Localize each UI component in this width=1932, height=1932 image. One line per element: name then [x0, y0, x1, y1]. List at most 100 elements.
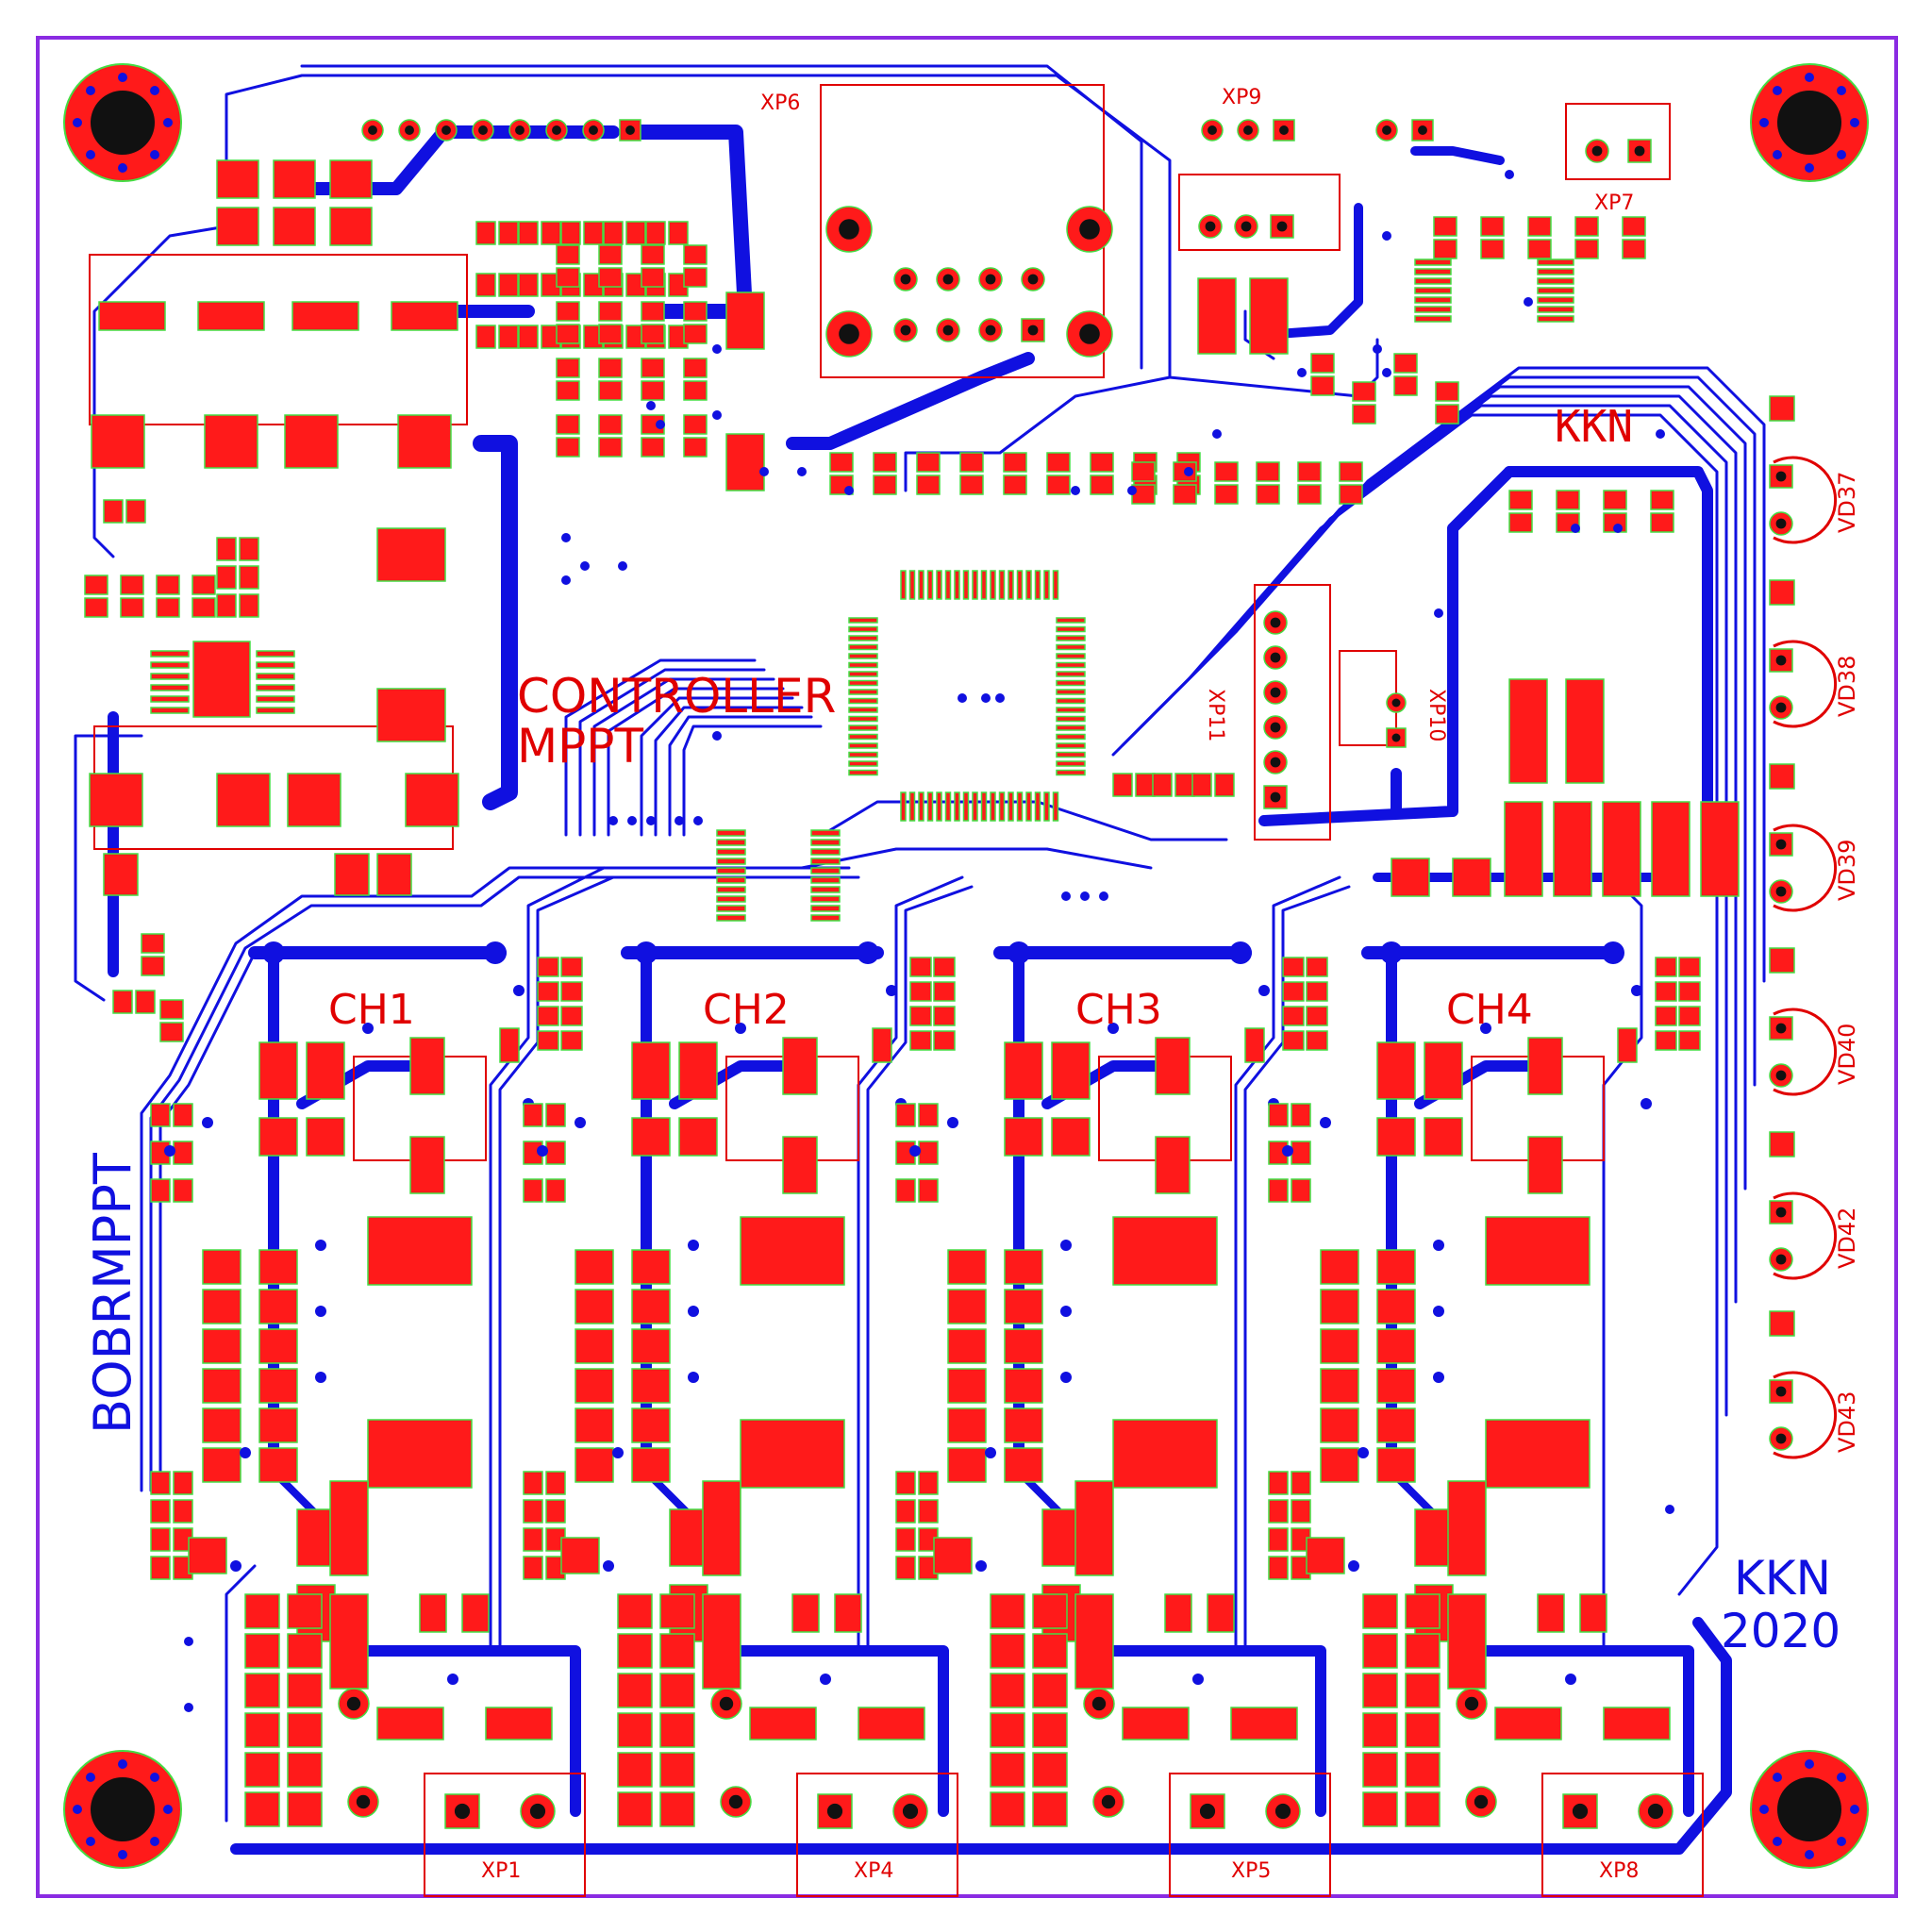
smd-pad: [575, 1407, 614, 1443]
smd-pad: [556, 358, 580, 378]
via: [1080, 891, 1090, 901]
smd-pad: [1074, 1480, 1114, 1576]
smd-pad: [962, 791, 970, 822]
smd-pad: [900, 570, 907, 600]
smd-pad: [192, 575, 216, 595]
smd-pad: [848, 742, 878, 749]
mppt-label: MPPT: [517, 719, 643, 774]
smd-pad: [1553, 801, 1592, 897]
smd-pad: [1004, 1041, 1043, 1100]
smd-pad: [848, 697, 878, 705]
via: [1060, 1240, 1072, 1251]
mounting-holes: [63, 63, 1869, 1869]
smd-pad: [1207, 1593, 1235, 1633]
connector-label: XP5: [1231, 1859, 1271, 1883]
via: [1008, 941, 1030, 964]
smd-pad: [918, 1471, 939, 1495]
smd-pad: [873, 475, 897, 495]
smd-pad: [125, 499, 146, 524]
smd-pad: [575, 1249, 614, 1285]
smd-pad: [1655, 1030, 1677, 1051]
smd-pad: [895, 1556, 916, 1580]
smd-pad: [683, 414, 708, 435]
smd-pad: [1405, 1633, 1441, 1669]
smd-pad: [683, 437, 708, 458]
via: [262, 941, 285, 964]
led-label: VD43: [1834, 1391, 1860, 1453]
smd-pad: [173, 1499, 193, 1524]
smd-pad: [1320, 1328, 1359, 1364]
smd-pad: [954, 570, 960, 600]
smd-pad: [367, 1419, 473, 1489]
channel-label: CH1: [328, 986, 415, 1034]
smd-pad: [1339, 484, 1363, 505]
via: [886, 985, 897, 996]
smd-pad: [409, 1136, 445, 1194]
smd-pad: [523, 1527, 543, 1552]
smd-pad: [1508, 678, 1548, 784]
via: [735, 1023, 746, 1034]
smd-pad: [1376, 1407, 1416, 1443]
smd-pad: [848, 625, 878, 633]
smd-pad: [1339, 461, 1363, 482]
smd-pad: [556, 380, 580, 401]
smd-pad: [1056, 760, 1086, 767]
smd-pad: [641, 437, 665, 458]
smd-pad: [1056, 617, 1086, 624]
drill-hole: [1591, 145, 1603, 157]
smd-pad: [791, 1593, 820, 1633]
smd-pad: [1537, 306, 1574, 313]
via: [608, 816, 618, 825]
smd-pad: [1435, 381, 1459, 402]
smd-pad: [173, 1178, 193, 1203]
via: [1212, 429, 1222, 439]
smd-pad: [683, 380, 708, 401]
smd-pad: [150, 1527, 171, 1552]
smd-pad: [641, 358, 665, 378]
smd-pad: [1504, 801, 1543, 897]
smd-pad: [1424, 1117, 1463, 1157]
smd-pad: [173, 1141, 193, 1165]
smd-pad: [918, 1103, 939, 1127]
smd-pad: [556, 267, 580, 288]
via: [688, 1372, 699, 1383]
smd-pad: [1112, 773, 1133, 797]
smd-pad: [725, 291, 765, 350]
smd-pad: [916, 475, 941, 495]
smd-pad: [1376, 1368, 1416, 1404]
smd-pad: [641, 380, 665, 401]
smd-pad: [959, 475, 984, 495]
smd-pad: [1032, 1791, 1068, 1827]
smd-pad: [391, 301, 458, 331]
led-label: VD37: [1834, 472, 1860, 533]
smd-pad: [1424, 1041, 1463, 1100]
smd-pad: [103, 853, 139, 896]
smd-pad: [782, 1136, 818, 1194]
drill-hole: [1775, 839, 1787, 850]
via: [1108, 1023, 1119, 1034]
via: [712, 344, 722, 354]
smd-pad: [556, 324, 580, 344]
smd-pad: [1310, 353, 1335, 374]
smd-pad: [895, 1527, 916, 1552]
smd-pad: [909, 1006, 932, 1026]
smd-pad: [1214, 484, 1239, 505]
smd-pad: [641, 267, 665, 288]
smd-pad: [1004, 1249, 1043, 1285]
smd-pad: [810, 914, 841, 922]
smd-pad: [895, 1499, 916, 1524]
smd-pad: [1008, 570, 1014, 600]
drill-hole: [1647, 1803, 1664, 1820]
smd-pad: [273, 159, 316, 199]
smd-pad: [810, 829, 841, 837]
mounting-hole-icon: [1750, 1750, 1869, 1869]
smd-pad: [329, 207, 373, 246]
smd-pad: [150, 1471, 171, 1495]
smd-pad: [409, 1037, 445, 1095]
smd-pad: [716, 829, 746, 837]
smd-pad: [1056, 724, 1086, 731]
smd-pad: [936, 570, 942, 600]
smd-pad: [848, 661, 878, 669]
via: [240, 1447, 251, 1458]
smd-pad: [1155, 1037, 1191, 1095]
